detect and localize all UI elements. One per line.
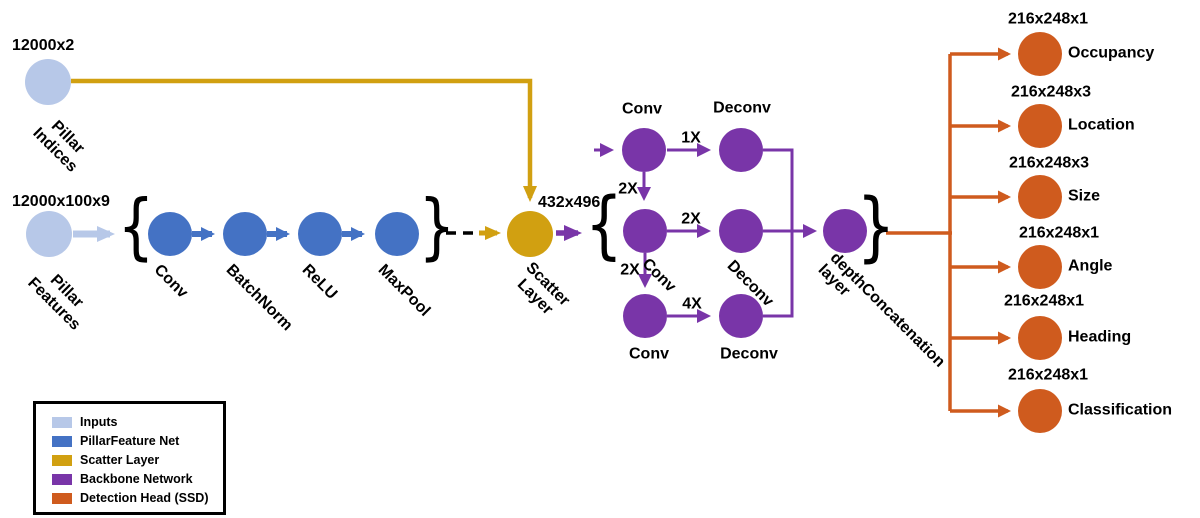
- legend-swatch-detection: [52, 493, 72, 504]
- brace-open-pillarnet: {: [118, 185, 155, 269]
- backbone-deconv3-node: [719, 294, 763, 338]
- classification-node: [1018, 389, 1062, 433]
- legend-swatch-scatter-rect: [52, 455, 72, 466]
- legend-swatch-pillarnet-rect: [52, 436, 72, 447]
- occupancy-dim: 216x248x1: [1007, 10, 1089, 28]
- angle-label: Angle: [1068, 257, 1113, 275]
- pillar-features-node: [26, 211, 72, 257]
- heading-dim: 216x248x1: [1003, 292, 1085, 310]
- legend-label-inputs: Inputs: [80, 415, 118, 430]
- pfn-maxpool-node: [375, 212, 419, 256]
- pillar-features-dim: 12000x100x9: [12, 193, 110, 210]
- pillar-indices-dim: 12000x2: [12, 37, 75, 54]
- backbone-deconv2-node: [719, 209, 763, 253]
- legend-item-inputs: Inputs: [52, 416, 118, 429]
- location-label: Location: [1068, 116, 1135, 134]
- backbone-scale-mid: 2X: [681, 210, 701, 228]
- classification-label: Classification: [1068, 401, 1173, 419]
- legend-swatch-inputs-rect: [52, 417, 72, 428]
- legend-swatch-pillarnet: [52, 436, 72, 447]
- legend-item-backbone: Backbone Network: [52, 473, 193, 486]
- legend-swatch-backbone-rect: [52, 474, 72, 485]
- heading-node: [1018, 316, 1062, 360]
- pfn-conv-node: [148, 212, 192, 256]
- backbone-deconv1-label: Deconv: [713, 99, 771, 117]
- size-node: [1018, 175, 1062, 219]
- legend-swatch-detection-rect: [52, 493, 72, 504]
- backbone-deconv1-node: [719, 128, 763, 172]
- backbone-scale-4x: 4X: [682, 295, 702, 313]
- scatter-layer-node: [507, 211, 553, 257]
- legend-label-detection: Detection Head (SSD): [80, 491, 209, 506]
- size-dim: 216x248x3: [1008, 154, 1090, 172]
- scatter-dim: 432x496: [538, 194, 601, 211]
- legend-label-backbone: Backbone Network: [80, 472, 193, 487]
- pillar-indices-to-scatter-connector: [71, 78, 537, 202]
- legend-item-scatter: Scatter Layer: [52, 454, 159, 467]
- backbone-conv1-label: Conv: [622, 100, 662, 118]
- deconv-merge-connector: [763, 148, 794, 318]
- angle-dim: 216x248x1: [1018, 224, 1100, 242]
- backbone-conv2-node: [623, 209, 667, 253]
- pillar-indices-node: [25, 59, 71, 105]
- classification-dim: 216x248x1: [1007, 366, 1089, 384]
- legend: Inputs PillarFeature Net Scatter Layer B…: [33, 401, 226, 515]
- location-dim: 216x248x3: [1010, 83, 1092, 101]
- brace-open-backbone: {: [585, 182, 623, 268]
- location-node: [1018, 104, 1062, 148]
- pfn-relu-node: [298, 212, 342, 256]
- backbone-scale-down1: 2X: [618, 180, 638, 198]
- legend-swatch-scatter: [52, 455, 72, 466]
- backbone-conv1-node: [622, 128, 666, 172]
- backbone-conv3-node: [623, 294, 667, 338]
- backbone-conv3-label: Conv: [629, 345, 669, 363]
- angle-node: [1018, 245, 1062, 289]
- legend-swatch-backbone: [52, 474, 72, 485]
- legend-item-detection: Detection Head (SSD): [52, 492, 209, 505]
- backbone-scale-1x: 1X: [681, 129, 701, 147]
- backbone-deconv3-label: Deconv: [720, 345, 778, 363]
- depth-concat-node: [823, 209, 867, 253]
- occupancy-label: Occupancy: [1068, 44, 1155, 62]
- backbone-scale-down2: 2X: [620, 261, 640, 279]
- legend-label-pillarnet: PillarFeature Net: [80, 434, 180, 449]
- heading-label: Heading: [1068, 328, 1132, 346]
- occupancy-node: [1018, 32, 1062, 76]
- legend-item-pillarnet: PillarFeature Net: [52, 435, 179, 448]
- brace-close-pillarnet: }: [419, 185, 456, 269]
- legend-label-scatter: Scatter Layer: [80, 453, 160, 468]
- pfn-batchnorm-node: [223, 212, 267, 256]
- legend-swatch-inputs: [52, 417, 72, 428]
- size-label: Size: [1068, 187, 1101, 205]
